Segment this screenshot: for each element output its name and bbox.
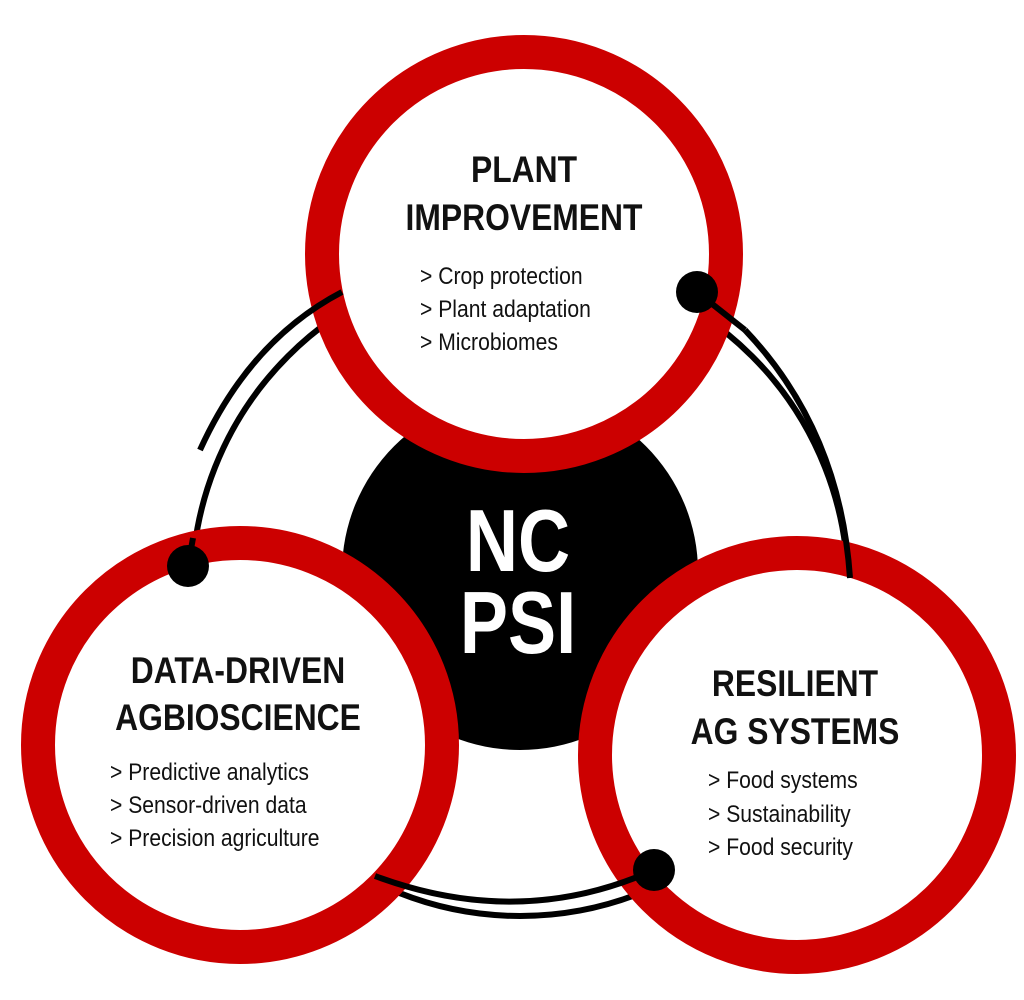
resilient-title-1: RESILIENT (711, 663, 879, 704)
connector-segment (742, 327, 853, 579)
resilient-title-2: AG SYSTEMS (690, 711, 900, 752)
list-item: > Crop protection (420, 263, 583, 290)
core-label-psi: PSI (459, 573, 577, 672)
ring-resilient-ag-systems (578, 536, 1016, 974)
ring-plant-improvement (305, 35, 743, 473)
connector-segment (197, 289, 344, 452)
core-label-nc: NC (465, 491, 571, 590)
list-item: > Predictive analytics (110, 759, 309, 786)
connector-dot (676, 271, 718, 313)
connector-dot (633, 849, 675, 891)
list-item: > Plant adaptation (420, 296, 591, 323)
list-item: > Sustainability (708, 801, 851, 828)
list-item: > Sensor-driven data (110, 792, 307, 819)
connector-segment (373, 867, 656, 905)
data-driven-title-1: DATA-DRIVEN (130, 650, 346, 691)
list-item: > Microbiomes (420, 329, 558, 356)
connector-dot (167, 545, 209, 587)
data-driven-title-2: AGBIOSCIENCE (115, 697, 361, 738)
list-item: > Food systems (708, 767, 858, 794)
ring-data-driven-agbioscience (21, 526, 459, 964)
list-item: > Food security (708, 834, 853, 861)
plant-improvement-title-1: PLANT (470, 149, 578, 190)
plant-improvement-title-2: IMPROVEMENT (405, 197, 643, 238)
list-item: > Precision agriculture (110, 825, 320, 852)
